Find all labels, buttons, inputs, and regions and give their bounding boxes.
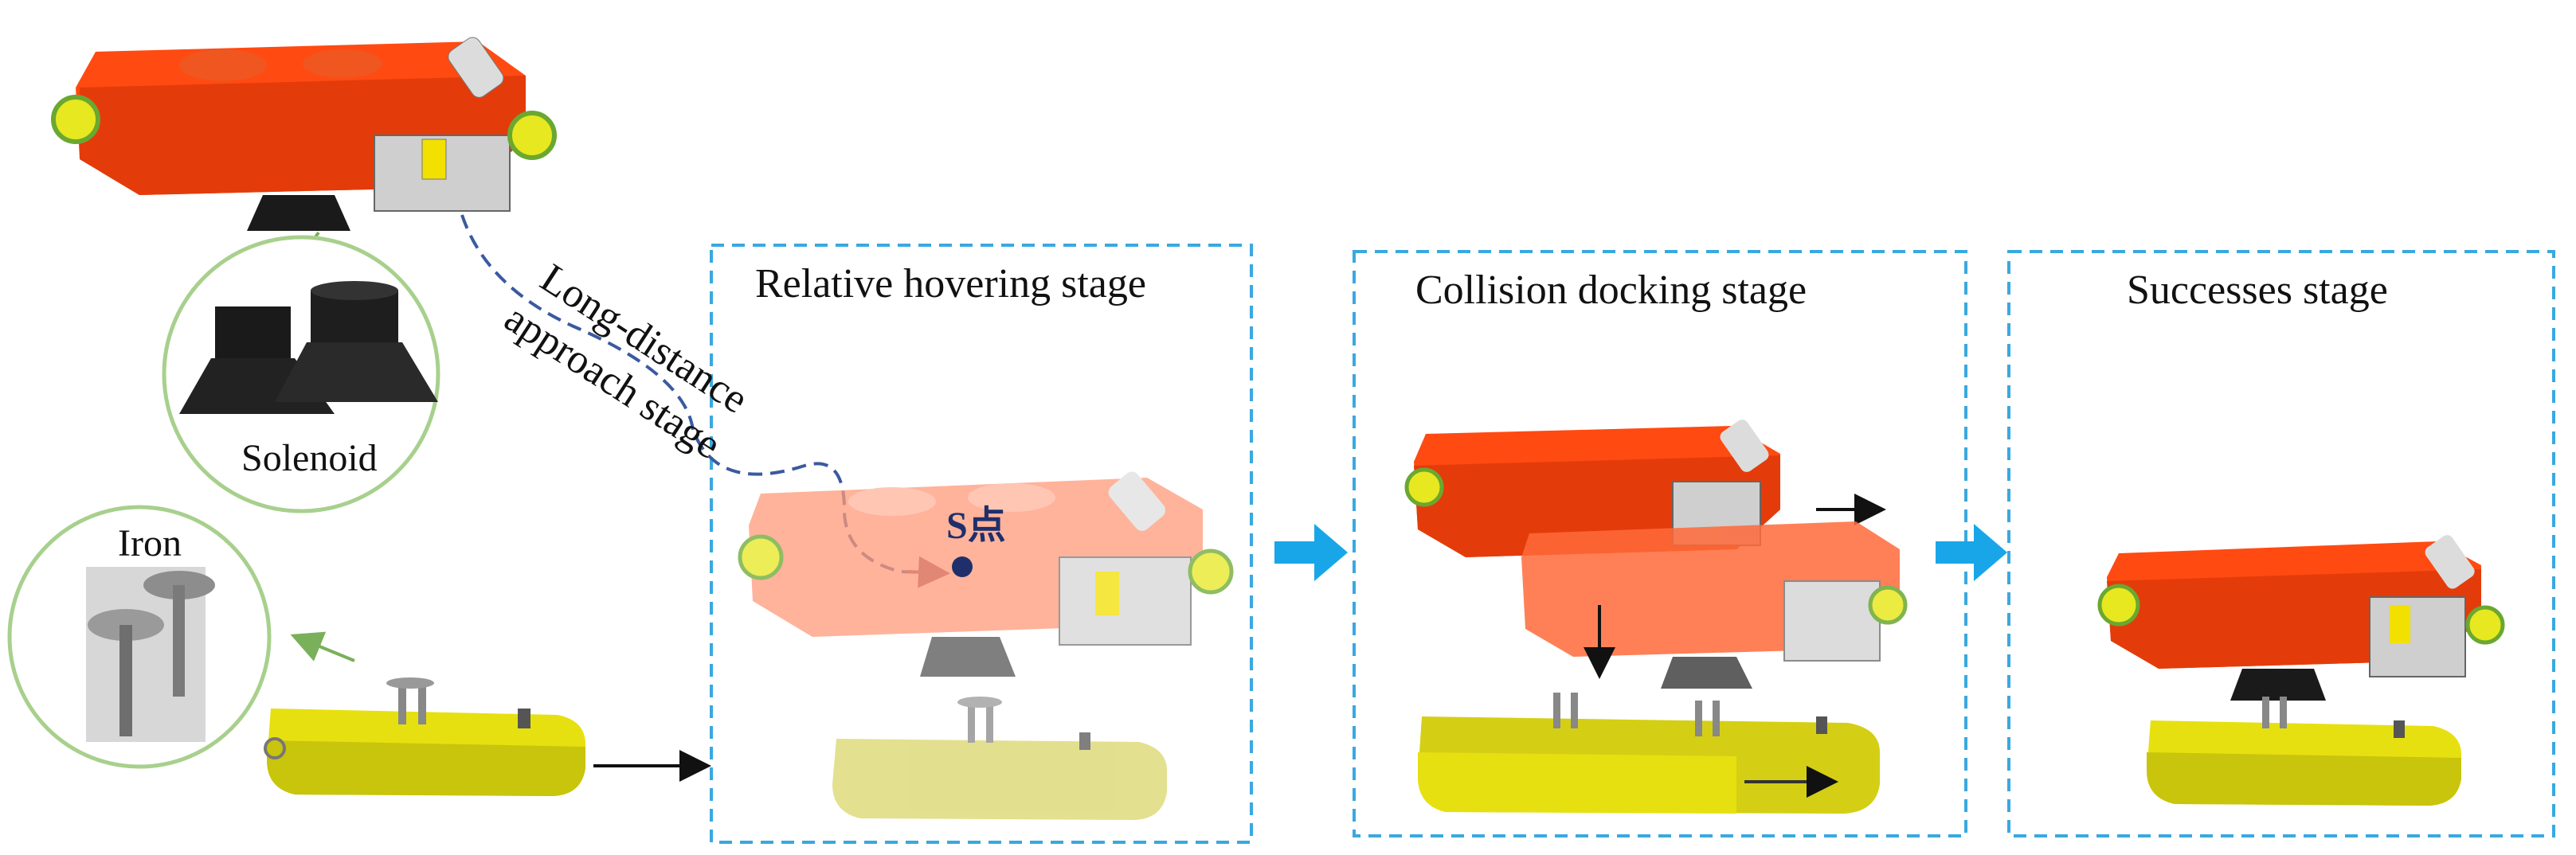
docking-stage-box [1353, 250, 1967, 837]
vehicle-hovering [738, 471, 1234, 677]
dock-success [2147, 697, 2461, 806]
vehicle-top-left [51, 37, 557, 231]
vehicle-docking-front [1521, 521, 1908, 689]
iron-pointer [290, 631, 355, 662]
success-stage-title: Successes stage [2127, 267, 2388, 313]
s-point-marker [952, 556, 973, 577]
hovering-stage-title: Relative hovering stage [755, 261, 1146, 306]
success-stage-box [2007, 250, 2555, 837]
solenoid-label: Solenoid [241, 437, 378, 479]
stage-arrow-1 [1274, 524, 1348, 581]
docking-stage-title: Collision docking stage [1415, 267, 1807, 313]
dock-left [264, 677, 585, 796]
dock-hovering [832, 697, 1167, 820]
iron-label: Iron [118, 522, 182, 564]
solenoid-inset [162, 235, 440, 513]
hovering-stage-box [710, 244, 1253, 844]
stage-arrow-2 [1936, 524, 2007, 581]
dock-docking [1418, 693, 1880, 814]
vehicle-success [2097, 535, 2505, 701]
s-point-label: S点 [946, 505, 1006, 547]
iron-inset [7, 505, 272, 769]
